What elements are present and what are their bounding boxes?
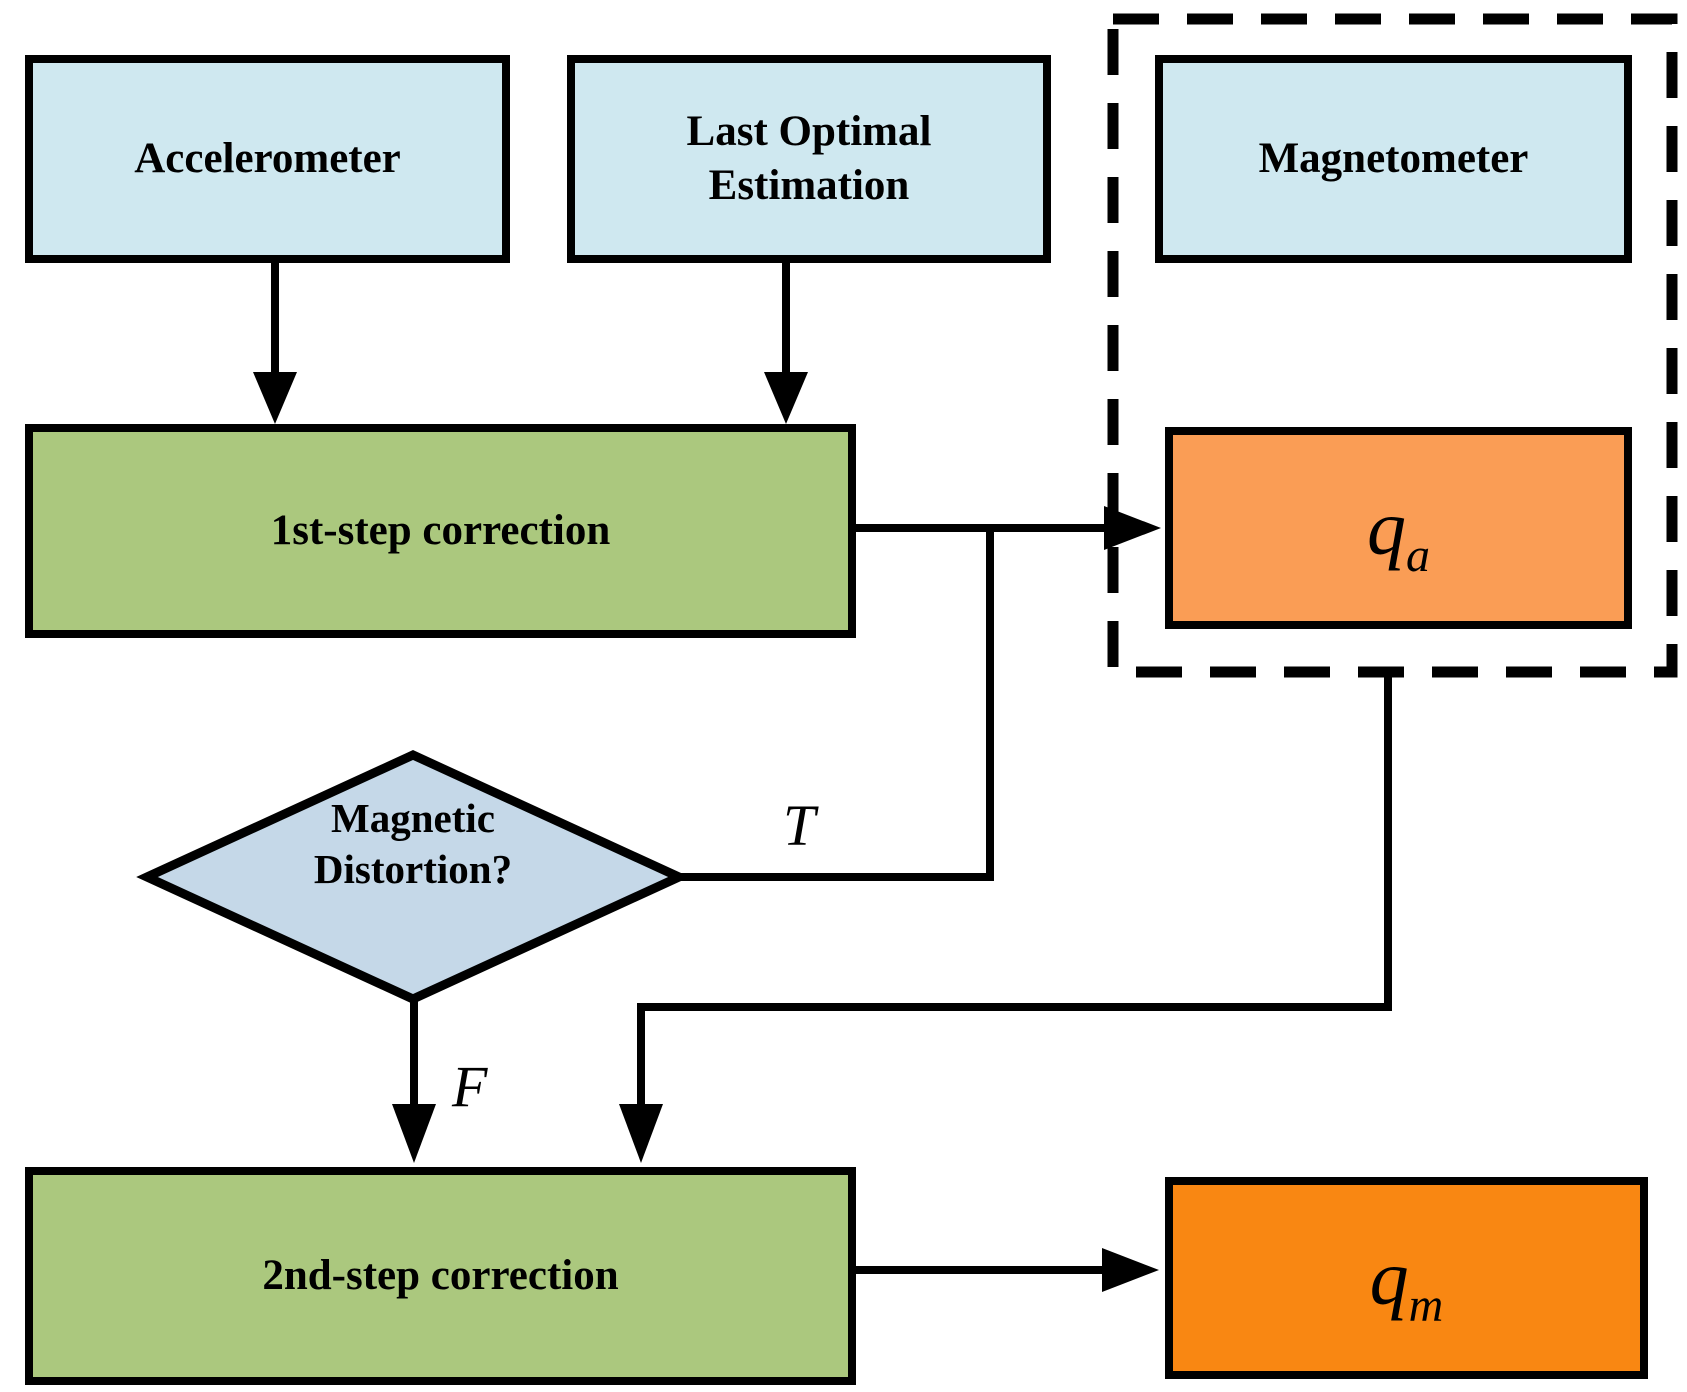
decision-label: Magnetic Distortion? bbox=[313, 795, 513, 893]
last-optimal-estimation-box: Last Optimal Estimation bbox=[567, 55, 1051, 263]
first-step-correction-label: 1st-step correction bbox=[270, 507, 611, 555]
qa-label: qa bbox=[1367, 484, 1430, 582]
arrowhead-icon bbox=[619, 1104, 663, 1163]
arrowhead-icon bbox=[392, 1104, 436, 1163]
qa-output-box: qa bbox=[1165, 427, 1632, 629]
edge-first-step-to-qa bbox=[856, 506, 1161, 550]
magnetometer-label: Magnetometer bbox=[1258, 135, 1529, 183]
last-optimal-estimation-label: Last Optimal Estimation bbox=[686, 108, 932, 209]
decision-true-label: T bbox=[783, 793, 816, 858]
edge-qa-to-second-step bbox=[619, 672, 1392, 1163]
second-step-correction-box: 2nd-step correction bbox=[25, 1167, 856, 1385]
qm-label: qm bbox=[1369, 1234, 1444, 1332]
accelerometer-label: Accelerometer bbox=[134, 135, 401, 183]
decision-diamond bbox=[136, 750, 690, 1004]
dashed-group-border bbox=[1107, 13, 1678, 678]
decision-false-label: F bbox=[452, 1054, 488, 1119]
edge-last-optimal-to-first-step bbox=[764, 263, 808, 424]
edge-decision-false-to-second-step bbox=[392, 999, 436, 1163]
arrowhead-icon bbox=[1104, 506, 1161, 550]
first-step-correction-box: 1st-step correction bbox=[25, 424, 856, 638]
arrowhead-icon bbox=[253, 372, 297, 424]
edge-decision-true-to-qa-line bbox=[677, 528, 994, 881]
second-step-correction-label: 2nd-step correction bbox=[262, 1252, 619, 1300]
edge-second-step-to-qm bbox=[856, 1248, 1159, 1292]
qm-output-box: qm bbox=[1165, 1177, 1648, 1379]
accelerometer-box: Accelerometer bbox=[25, 55, 510, 263]
magnetometer-box: Magnetometer bbox=[1155, 55, 1632, 263]
arrowhead-icon bbox=[1102, 1248, 1159, 1292]
arrowhead-icon bbox=[764, 372, 808, 424]
edge-accelerometer-to-first-step bbox=[253, 263, 297, 424]
